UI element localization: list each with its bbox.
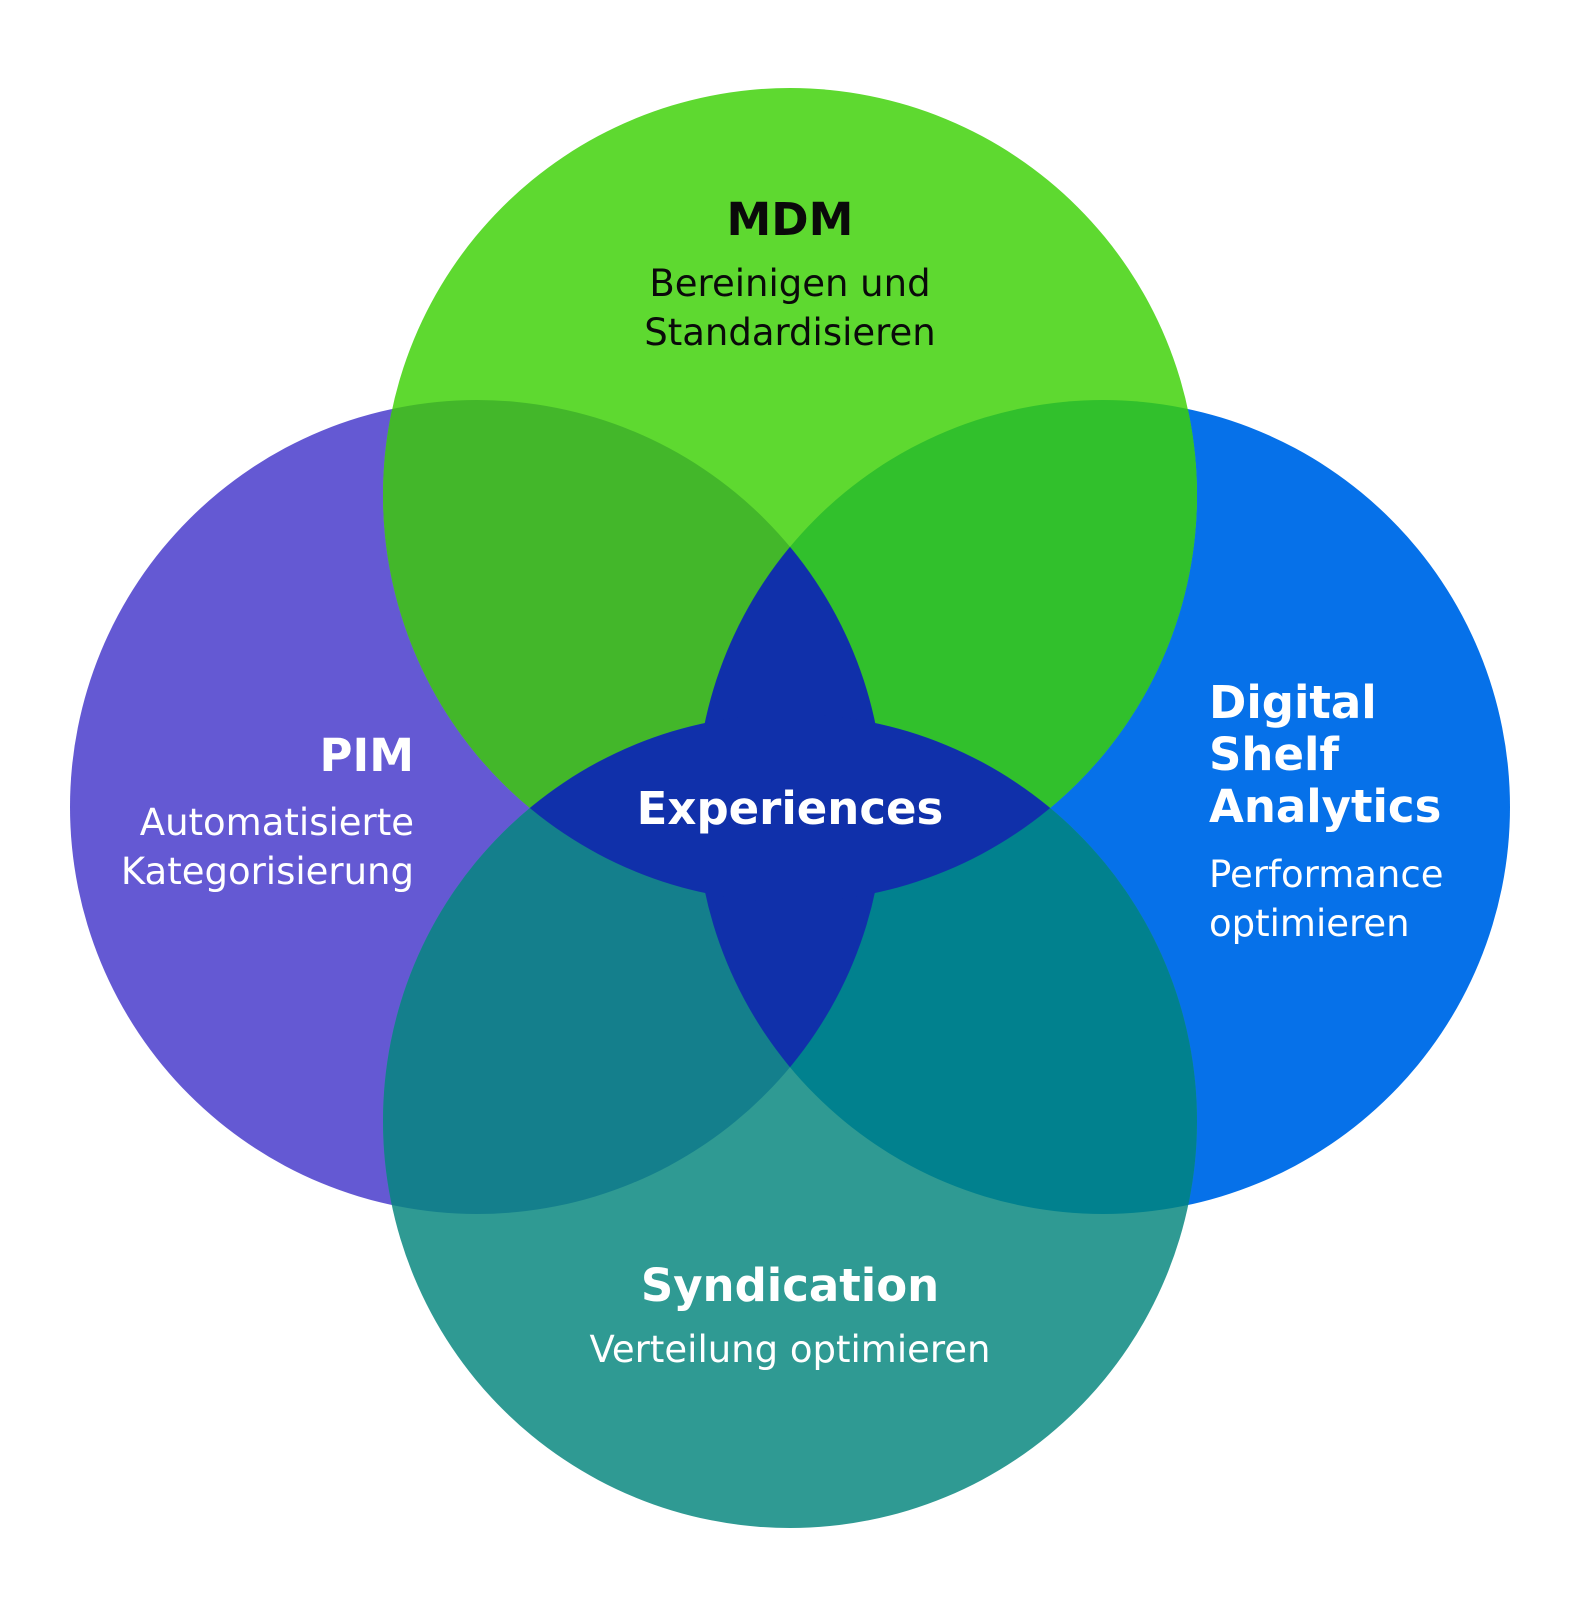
syndication-subtitle: Verteilung optimieren <box>589 1328 990 1371</box>
dsa-title-line-3: Analytics <box>1209 780 1441 833</box>
pim-title: PIM <box>319 729 414 782</box>
syndication-title: Syndication <box>641 1259 939 1312</box>
dsa-title-line-1: Digital <box>1209 676 1377 729</box>
dsa-subtitle-line-2: optimieren <box>1209 902 1410 945</box>
center-label: Experiences <box>637 782 944 835</box>
mdm-subtitle-line-1: Bereinigen und <box>649 262 930 305</box>
pim-subtitle-line-2: Kategorisierung <box>121 850 414 893</box>
dsa-subtitle-line-1: Performance <box>1209 853 1443 896</box>
mdm-title: MDM <box>727 193 854 246</box>
mdm-subtitle-line-2: Standardisieren <box>644 311 936 354</box>
pim-subtitle-line-1: Automatisierte <box>140 801 414 844</box>
dsa-title-line-2: Shelf <box>1209 728 1339 781</box>
